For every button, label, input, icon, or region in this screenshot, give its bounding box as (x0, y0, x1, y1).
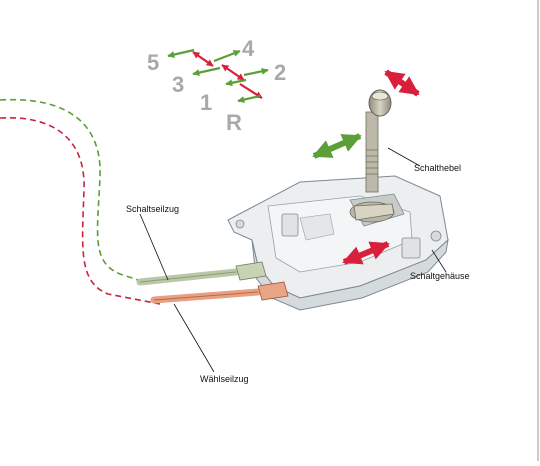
select-motion-arrow (384, 69, 420, 97)
select-cable-path (0, 117, 161, 305)
shift-line-r (237, 94, 261, 104)
gear-5-label: 5 (147, 50, 160, 75)
gear-2-label: 2 (274, 60, 287, 85)
gearbox-housing-leader (431, 249, 447, 273)
select-line-top (192, 51, 214, 67)
gear-3-label: 3 (172, 72, 185, 97)
shift-cable-path (0, 98, 151, 285)
gear-1-label: 1 (200, 90, 213, 115)
shift-lever (365, 89, 392, 193)
shift-motion-arrow (312, 133, 362, 159)
gear-pattern (167, 48, 269, 104)
shift-line-5 (167, 48, 195, 59)
gear-4-label: 4 (242, 36, 255, 61)
select-cable (150, 281, 289, 304)
select-line-mid (221, 64, 245, 81)
select-cable-leader (173, 303, 215, 373)
shift-line-4 (213, 49, 241, 63)
shift-cable (136, 261, 267, 286)
shift-line-1 (225, 78, 247, 87)
shift-cable-label: Schaltseilzug (126, 204, 180, 214)
housing-select-arrow (342, 241, 390, 265)
shift-line-3 (192, 66, 221, 77)
gear-r-label: R (226, 110, 242, 135)
select-cable-label: Wählseilzug (200, 374, 249, 384)
shift-lever-leader (387, 147, 421, 167)
shift-line-2 (243, 67, 269, 77)
gearbox-housing-label: Schaltgehäuse (410, 271, 470, 281)
shift-cable-leader (139, 213, 169, 281)
shift-lever-label: Schalthebel (414, 163, 462, 173)
